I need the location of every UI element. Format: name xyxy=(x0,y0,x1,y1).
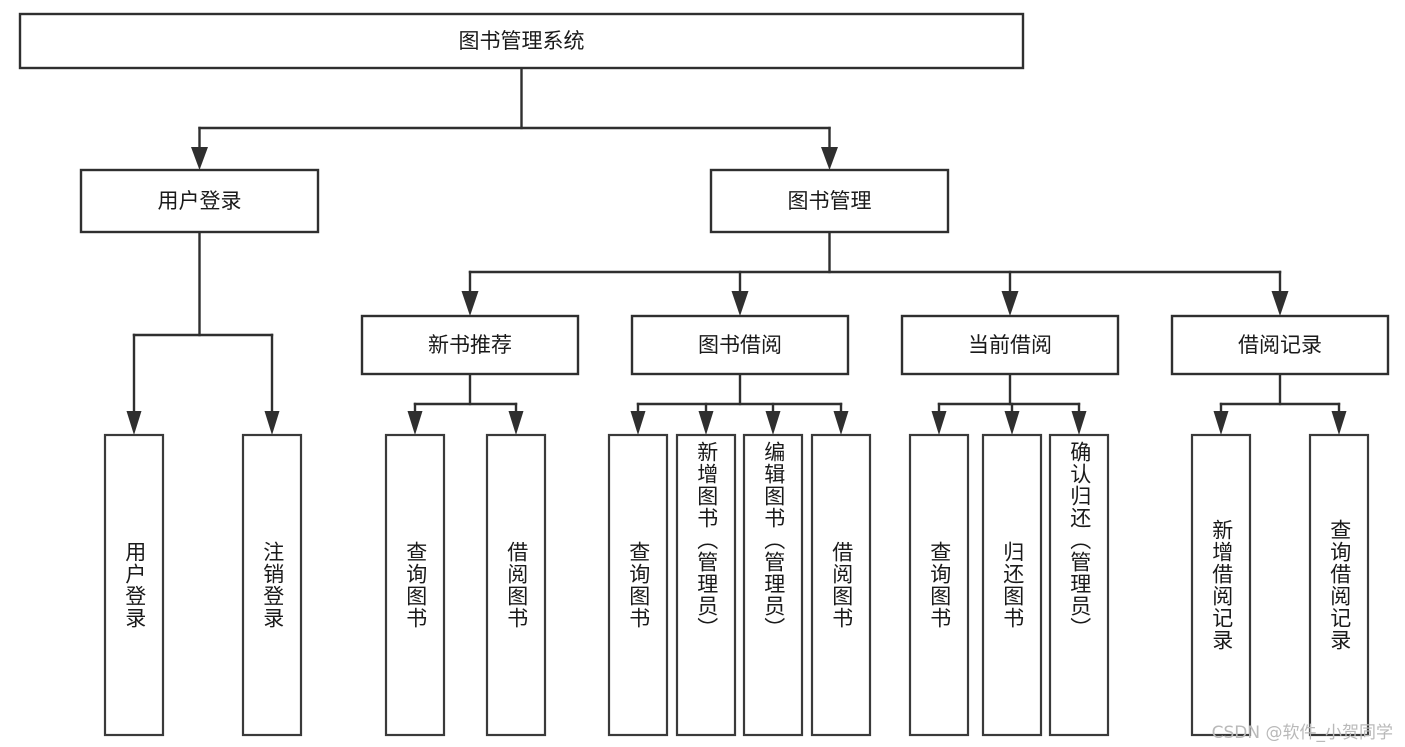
node-borrow-record-label: 借阅记录 xyxy=(1238,333,1322,357)
node-new-book-rec[interactable]: 新书推荐 xyxy=(360,314,580,376)
leaf-box-rec-query-record[interactable] xyxy=(1308,433,1370,737)
arrow-head-leaf-borrow-add-book xyxy=(698,411,714,435)
arrow-head-leaf-rec-query-record xyxy=(1331,411,1347,435)
node-current-borrow-box[interactable] xyxy=(900,314,1120,376)
node-root[interactable]: 图书管理系统 xyxy=(18,12,1025,70)
node-book-manage-label: 图书管理 xyxy=(788,189,872,213)
arrow-head-leaf-user-logout xyxy=(264,411,280,435)
node-root-box[interactable] xyxy=(18,12,1025,70)
node-current-borrow-label: 当前借阅 xyxy=(968,333,1052,357)
node-book-manage[interactable]: 图书管理 xyxy=(709,168,950,234)
connector-group-new-book-rec xyxy=(407,372,524,435)
leaf-box-rec-add-record[interactable] xyxy=(1190,433,1252,737)
arrow-head-leaf-cur-confirm-return xyxy=(1071,411,1087,435)
leaf-box-borrow-add-book[interactable] xyxy=(675,433,737,737)
node-user-login-label: 用户登录 xyxy=(158,189,242,213)
node-root-label: 图书管理系统 xyxy=(459,29,585,53)
arrow-head-book-borrow xyxy=(731,291,749,316)
leaf-box-borrow-query-book[interactable] xyxy=(607,433,669,737)
leaf-box-borrow-borrow-book[interactable] xyxy=(810,433,872,737)
arrow-head-leaf-user-login xyxy=(126,411,142,435)
connector-group-book-borrow xyxy=(630,372,849,435)
connector-group-bookmanage xyxy=(461,230,1289,316)
arrow-head-leaf-borrow-borrow-book xyxy=(833,411,849,435)
arrow-head-borrow-record xyxy=(1271,291,1289,316)
node-borrow-record[interactable]: 借阅记录 xyxy=(1170,314,1390,376)
node-book-borrow-label: 图书借阅 xyxy=(698,333,782,357)
node-book-borrow-box[interactable] xyxy=(630,314,850,376)
leaf-box-user-logout[interactable] xyxy=(241,433,303,737)
node-new-book-rec-label: 新书推荐 xyxy=(428,333,512,357)
arrow-head-current-borrow xyxy=(1001,291,1019,316)
node-user-login[interactable]: 用户登录 xyxy=(79,168,320,234)
arrow-head-leaf-rec-borrow-book xyxy=(508,411,524,435)
arrow-head-leaf-borrow-edit-book xyxy=(765,411,781,435)
arrow-head-leaf-cur-return-book xyxy=(1004,411,1020,435)
leaf-box-cur-confirm-return[interactable] xyxy=(1048,433,1110,737)
node-book-borrow[interactable]: 图书借阅 xyxy=(630,314,850,376)
arrow-head-leaf-rec-query-book xyxy=(407,411,423,435)
node-new-book-rec-box[interactable] xyxy=(360,314,580,376)
leaf-box-user-login[interactable] xyxy=(103,433,165,737)
leaf-boxes xyxy=(103,433,1370,737)
arrow-head-leaf-cur-query-book xyxy=(931,411,947,435)
leaf-box-cur-return-book[interactable] xyxy=(981,433,1043,737)
connector-group-borrow-record xyxy=(1213,372,1347,435)
node-borrow-record-box[interactable] xyxy=(1170,314,1390,376)
leaf-box-borrow-edit-book[interactable] xyxy=(742,433,804,737)
arrow-head-leaf-borrow-query-book xyxy=(630,411,646,435)
arrow-head-leaf-rec-add-record xyxy=(1213,411,1229,435)
leaf-box-rec-query-book[interactable] xyxy=(384,433,446,737)
connector-group-current-borrow xyxy=(931,372,1087,435)
node-current-borrow[interactable]: 当前借阅 xyxy=(900,314,1120,376)
leaf-box-rec-borrow-book[interactable] xyxy=(485,433,547,737)
connector-group-root xyxy=(191,66,838,170)
arrow-head-bookmanage xyxy=(821,147,838,170)
arrow-head-new-book-rec xyxy=(461,291,479,316)
leaf-box-cur-query-book[interactable] xyxy=(908,433,970,737)
connector-group-userlogin xyxy=(126,230,280,435)
arrow-head-userlogin xyxy=(191,147,208,170)
watermark-text: CSDN @软件_小贺同学 xyxy=(1211,723,1393,743)
node-user-login-box[interactable] xyxy=(79,168,320,234)
node-book-manage-box[interactable] xyxy=(709,168,950,234)
